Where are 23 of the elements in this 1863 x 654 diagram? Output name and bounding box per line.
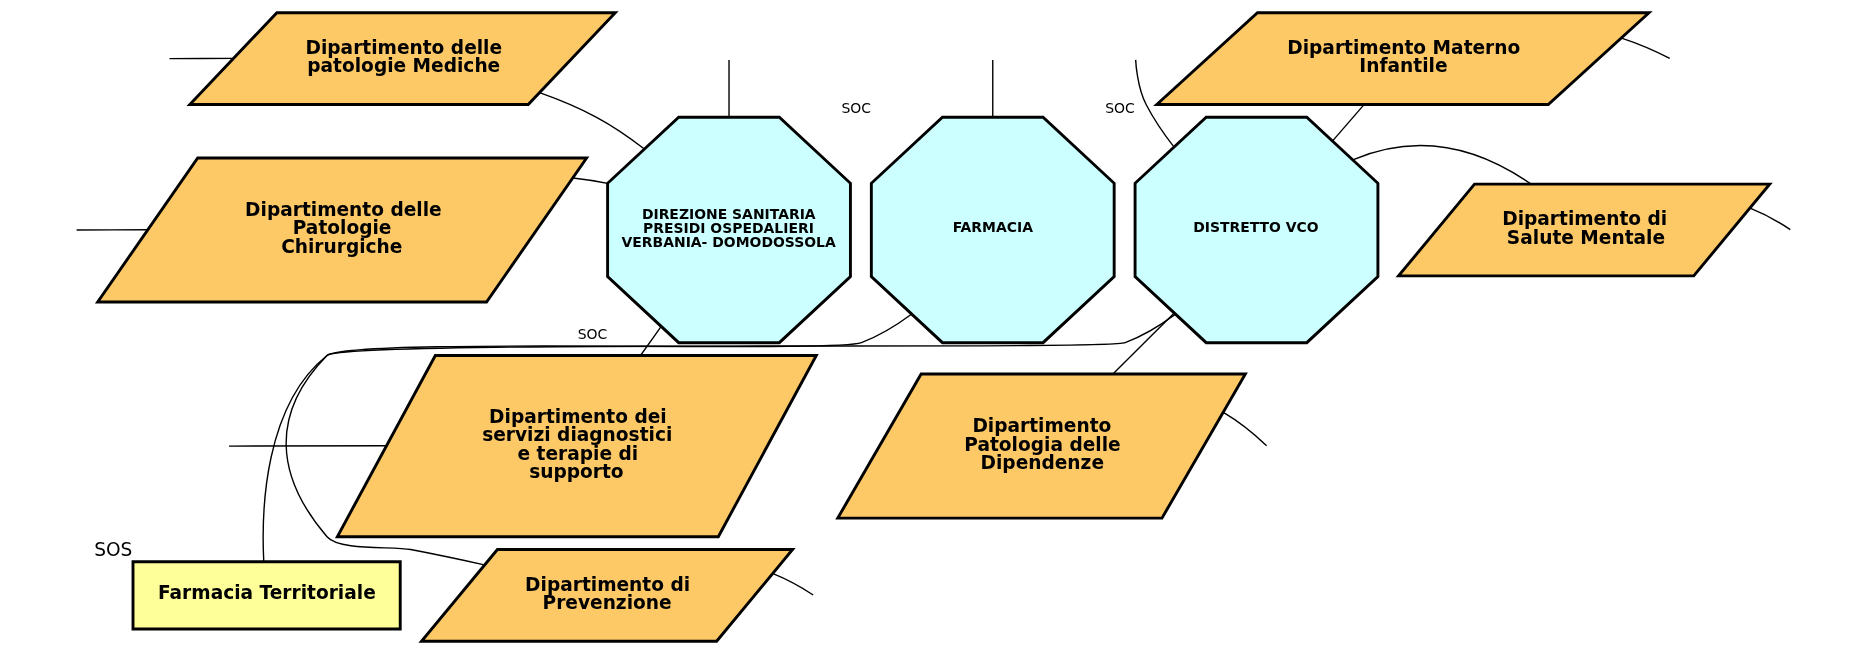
connector xyxy=(285,313,1176,566)
node-box: Farmacia Territoriale xyxy=(131,560,402,631)
connector xyxy=(992,59,994,118)
connector xyxy=(772,572,814,596)
connector xyxy=(1222,411,1268,447)
connector xyxy=(1620,37,1671,60)
node-label: SOC xyxy=(577,325,608,342)
connector xyxy=(538,91,646,150)
connector xyxy=(1331,103,1365,142)
connector xyxy=(1749,207,1791,231)
node-label: SOC xyxy=(841,100,872,117)
connector xyxy=(639,325,662,356)
node-label: SOS xyxy=(94,538,133,560)
connector xyxy=(168,57,234,60)
connector xyxy=(1134,59,1175,148)
connector xyxy=(75,229,149,231)
connector xyxy=(728,59,730,118)
connector xyxy=(1112,312,1175,375)
connector xyxy=(228,445,387,447)
connector xyxy=(1352,144,1532,185)
node-label: SOC xyxy=(1105,100,1135,117)
connector xyxy=(262,313,913,563)
connector xyxy=(572,177,609,185)
